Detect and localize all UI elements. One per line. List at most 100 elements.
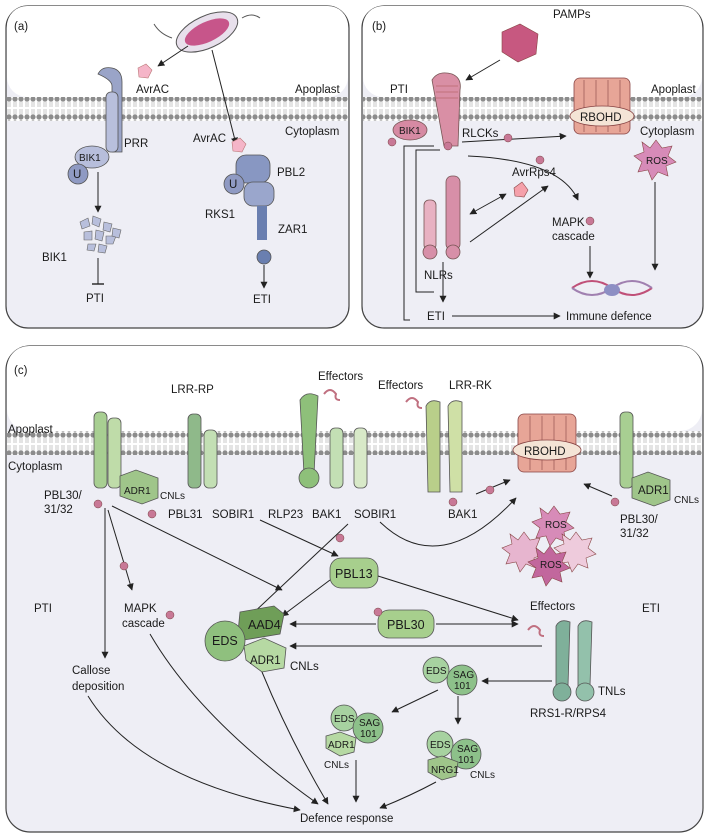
panel-c-arrow	[281, 579, 331, 617]
prr-receptor-icon	[97, 67, 123, 153]
pattern-receptor-icon	[431, 72, 461, 147]
sag-label-1: SAG	[453, 670, 474, 681]
pbl30-right-label-1: PBL30/	[620, 514, 659, 526]
ubiquitin-2-label: U	[229, 179, 237, 191]
panel-c-apoplast-label: Apoplast	[8, 424, 54, 436]
panel-c-apoplast-bg	[7, 346, 702, 431]
zar1-label: ZAR1	[278, 224, 307, 236]
prr-label: PRR	[124, 138, 148, 150]
lrr-rp-label: LRR-RP	[171, 384, 214, 396]
cnls-right-label: CNLs	[674, 495, 699, 506]
receptor-right-icon	[619, 411, 634, 489]
panel-c-arrow	[261, 671, 329, 805]
panel-c-cytoplasm-label: Cytoplasm	[8, 461, 62, 473]
avrac-in-icon	[231, 137, 247, 153]
effectors-3-label: Effectors	[530, 601, 575, 613]
panel-c-arrow	[379, 497, 517, 547]
lrr-rp-icon	[187, 413, 218, 489]
adr1-right-label: ADR1	[638, 485, 669, 497]
immune-defence-label: Immune defence	[566, 311, 652, 323]
panel-c-arrow	[259, 519, 339, 557]
ubiquitin-2-icon	[223, 173, 245, 195]
panel-a-apoplast-bg	[7, 6, 348, 97]
ros-b-icon	[633, 139, 677, 181]
rrs1-label: RRS1-R/RPS4	[530, 708, 607, 720]
panel-c-arrow	[111, 505, 283, 591]
pti-a-label: PTI	[86, 293, 104, 305]
pbl31-label: PBL31	[168, 509, 203, 521]
panel-b-cytoplasm-label: Cytoplasm	[640, 126, 694, 138]
pti-b-label: PTI	[390, 84, 408, 96]
pbl13-icon	[329, 557, 379, 589]
pamps-icon	[501, 23, 539, 63]
sag4-label-2: 101	[458, 755, 475, 766]
eds2-icon	[422, 656, 450, 684]
aad4-label: AAD4	[248, 618, 281, 632]
pbl30-label: PBL30	[387, 618, 425, 632]
rbohd-c-label: RBOHD	[524, 446, 566, 458]
receptor-left-icon	[93, 411, 122, 489]
pbl13-label: PBL13	[335, 567, 373, 581]
panel-c-letter: (c)	[14, 365, 28, 377]
adr1-left-icon	[119, 469, 159, 505]
sag3-label-1: SAG	[359, 718, 380, 729]
callose-label-2: deposition	[72, 681, 124, 693]
panel-a-cytoplasm-label: Cytoplasm	[285, 126, 339, 138]
panel-a-membrane	[7, 97, 348, 121]
panel-c-arrow	[379, 781, 437, 809]
ros-cluster-icon	[501, 505, 597, 587]
sag101-3-icon	[352, 712, 384, 744]
lrr-rk-label: LRR-RK	[449, 380, 492, 392]
sag3-label-2: 101	[360, 729, 377, 740]
panel-b-letter: (b)	[372, 21, 386, 33]
degraded-bik1-icon	[79, 215, 122, 254]
panel-c: (c) Apoplast Cytoplasm LRR-RP Effectors …	[5, 345, 704, 833]
adr1-low-label: ADR1	[328, 740, 355, 751]
panel-b: (b) PAMPs PTI Apoplast Cytoplasm BIK1 RL…	[361, 5, 704, 329]
panel-b-arrow	[465, 59, 501, 81]
avrrps4-label: AvrRps4	[512, 167, 556, 179]
panel-a-letter: (a)	[14, 21, 28, 33]
nrg1-label: NRG1	[431, 765, 459, 776]
bik1-degraded-label: BIK1	[42, 252, 67, 264]
defence-response-label: Defence response	[300, 813, 393, 825]
pbl30-left-label-2: 31/32	[44, 504, 73, 516]
eds4-label: EDS	[430, 740, 451, 751]
eds2-label: EDS	[426, 666, 447, 677]
adr1-left-label: ADR1	[124, 486, 151, 497]
pbl2-label: PBL2	[277, 167, 305, 179]
avrac-out-label: AvrAC	[136, 84, 169, 96]
bak1-a-label: BAK1	[312, 509, 341, 521]
cascade-c-label: cascade	[122, 618, 165, 630]
panel-c-arrow	[247, 523, 349, 619]
pbl30-icon	[377, 609, 435, 639]
panel-b-apoplast-label: Apoplast	[651, 84, 697, 96]
cnls-mid-label: CNLs	[290, 661, 319, 673]
ubiquitin-icon	[67, 163, 89, 185]
panel-a-arrow	[211, 49, 238, 145]
eds-icon	[204, 620, 246, 662]
panel-b-loop	[403, 145, 434, 321]
eti-a-label: ETI	[253, 294, 271, 306]
effectors-2-label: Effectors	[378, 380, 423, 392]
effectors-1-label: Effectors	[318, 371, 363, 383]
panel-b-arrow	[467, 155, 579, 201]
panel-a-arrow	[157, 45, 189, 67]
ros-b-label: ROS	[646, 156, 668, 167]
sag4-label-1: SAG	[457, 744, 478, 755]
bak1-b-label: BAK1	[448, 509, 477, 521]
tnls-icon	[552, 620, 595, 702]
rbohd-b-icon	[569, 77, 635, 135]
eds-label: EDS	[212, 634, 238, 648]
eti-b-label: ETI	[427, 311, 445, 323]
sag-label-2: 101	[454, 681, 471, 692]
panel-b-membrane	[363, 97, 702, 121]
eds3-label: EDS	[334, 714, 355, 725]
effector-1-icon	[323, 389, 341, 401]
sag101-4-icon	[450, 738, 482, 770]
panel-c-arrow	[149, 633, 319, 805]
dna-icon	[571, 280, 653, 296]
panel-c-arrow	[377, 575, 519, 622]
sag101-icon	[446, 664, 478, 696]
